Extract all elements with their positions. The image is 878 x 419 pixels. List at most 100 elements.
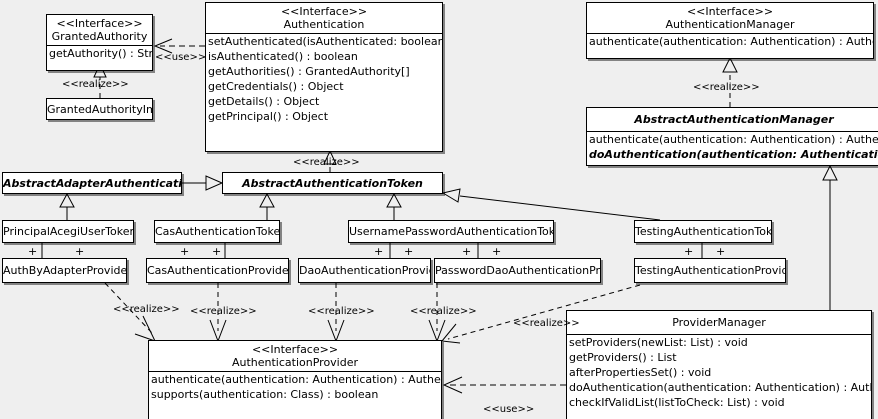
compartment-divider	[587, 131, 878, 132]
class-name: CasAuthenticationToken	[155, 225, 280, 238]
operation: getAuthorities() : GrantedAuthority[]	[208, 65, 410, 78]
operations-compartment: authenticate(authentication: Authenticat…	[587, 132, 878, 162]
class-name: PrincipalAcegiUserToken	[3, 225, 134, 238]
edge-generalize-casauthenticationtoken	[259, 192, 275, 220]
class-authentication-provider[interactable]: <<Interface>> AuthenticationProvider aut…	[148, 340, 442, 419]
edge-generalize-providermanager	[822, 164, 838, 310]
class-granted-authority[interactable]: <<Interface>> GrantedAuthority getAuthor…	[46, 14, 153, 71]
class-header: AbstractAuthenticationManager	[587, 108, 878, 131]
edge-label-use-providermanager: <<use>>	[483, 404, 535, 415]
class-name: TestingAuthenticationToken	[635, 225, 772, 238]
class-dao-authentication-provider[interactable]: DaoAuthenticationProvider	[298, 258, 431, 283]
class-testing-authentication-token[interactable]: TestingAuthenticationToken	[634, 220, 772, 243]
stereotype-label: <<Interface>>	[251, 343, 339, 356]
class-header: <<Interface>> AuthenticationManager	[587, 3, 873, 33]
class-abstract-authentication-token[interactable]: AbstractAuthenticationToken	[222, 172, 443, 194]
edge-label-realize-daoprovider: <<realize>>	[308, 306, 375, 317]
edge-label-realize-casprovider: <<realize>>	[190, 306, 257, 317]
edge-label-realize-testingprovider: <<realize>>	[513, 318, 580, 329]
edge-label-realize-grantedauthorityimpl: <<realize>>	[62, 79, 129, 90]
stereotype-label: <<Interface>>	[686, 5, 774, 18]
class-testing-authentication-provider[interactable]: TestingAuthenticationProvider	[634, 258, 786, 283]
operations-compartment: authenticate(authentication: Authenticat…	[587, 34, 873, 49]
operation: getAuthority() : String	[49, 47, 153, 60]
class-name: AbstractAdapterAuthenticationToken	[3, 177, 182, 190]
edge-label-realize-authbyadapter: <<realize>>	[113, 304, 180, 315]
class-header: <<Interface>> Authentication	[206, 3, 442, 33]
class-username-password-authentication-token[interactable]: UsernamePasswordAuthenticationToken	[348, 220, 554, 243]
operation: doAuthentication(authentication: Authent…	[589, 148, 878, 161]
edge-realize-testingauthenticationprovider	[441, 284, 641, 344]
class-password-dao-authentication-provider[interactable]: PasswordDaoAuthenticationProvider	[434, 258, 601, 283]
operation: checkIfValidList(listToCheck: List) : vo…	[569, 396, 785, 409]
class-principal-acegi-user-token[interactable]: PrincipalAcegiUserToken	[2, 220, 134, 243]
class-authentication[interactable]: <<Interface>> Authentication setAuthenti…	[205, 2, 443, 152]
association-marker: +	[374, 245, 384, 258]
edge-label-realize-abstracttoken: <<realize>>	[293, 157, 360, 168]
class-header: ProviderManager	[567, 311, 871, 334]
class-name: TestingAuthenticationProvider	[635, 264, 786, 277]
class-name: GrantedAuthority	[51, 30, 148, 43]
compartment-divider	[587, 33, 873, 34]
class-name: AuthenticationManager	[665, 18, 795, 31]
operation: getPrincipal() : Object	[208, 110, 329, 123]
operation: supports(authentication: Class) : boolea…	[151, 388, 379, 401]
association-marker: +	[28, 245, 38, 258]
association-marker: +	[716, 245, 726, 258]
operations-compartment: setAuthenticated(isAuthenticated: boolea…	[206, 34, 442, 124]
operation: getCredentials() : Object	[208, 80, 344, 93]
edge-label-realize-passworddaoprovider: <<realize>>	[410, 306, 477, 317]
compartment-divider	[149, 371, 441, 372]
class-granted-authority-impl[interactable]: GrantedAuthorityImpl	[46, 98, 153, 120]
edge-generalize-principalacegiusertoken	[59, 192, 75, 220]
class-name: AbstractAuthenticationManager	[634, 113, 834, 126]
class-authentication-manager[interactable]: <<Interface>> AuthenticationManager auth…	[586, 2, 874, 59]
class-header: <<Interface>> AuthenticationProvider	[149, 341, 441, 371]
class-name: PasswordDaoAuthenticationProvider	[435, 264, 600, 277]
association-marker: +	[684, 245, 694, 258]
operation: authenticate(authentication: Authenticat…	[151, 373, 441, 386]
operation: setAuthenticated(isAuthenticated: boolea…	[208, 35, 442, 48]
edge-use-providermanager-authenticationprovider	[442, 376, 566, 394]
class-cas-authentication-token[interactable]: CasAuthenticationToken	[154, 220, 280, 243]
class-name: AbstractAuthenticationToken	[242, 177, 423, 190]
association-marker: +	[212, 245, 222, 258]
compartment-divider	[47, 45, 152, 46]
edge-label-realize-abstractmanager: <<realize>>	[693, 82, 760, 93]
class-provider-manager[interactable]: ProviderManager setProviders(newList: Li…	[566, 310, 872, 419]
stereotype-label: <<Interface>>	[280, 5, 368, 18]
class-abstract-adapter-authentication-token[interactable]: AbstractAdapterAuthenticationToken	[2, 172, 182, 194]
class-name: AuthenticationProvider	[231, 356, 359, 369]
class-header: <<Interface>> GrantedAuthority	[47, 15, 152, 45]
compartment-divider	[567, 334, 871, 335]
operation: afterPropertiesSet() : void	[569, 366, 712, 379]
class-cas-authentication-provider[interactable]: CasAuthenticationProvider	[146, 258, 289, 283]
operation: getProviders() : List	[569, 351, 677, 364]
class-abstract-authentication-manager[interactable]: AbstractAuthenticationManager authentica…	[586, 107, 878, 166]
class-name: Authentication	[283, 18, 365, 31]
class-name: UsernamePasswordAuthenticationToken	[349, 225, 554, 238]
operation: authenticate(authentication: Authenticat…	[589, 35, 873, 48]
compartment-divider	[206, 33, 442, 34]
class-name: AuthByAdapterProvider	[3, 264, 127, 277]
edge-generalize-testingauthenticationtoken	[441, 188, 661, 221]
class-name: CasAuthenticationProvider	[147, 264, 289, 277]
edge-realize-abstractauthenticationmanager	[722, 56, 738, 107]
edge-use-authentication-grantedauthority	[153, 38, 205, 54]
operations-compartment: getAuthority() : String	[47, 46, 152, 61]
edge-realize-abstractauthenticationtoken	[323, 149, 337, 172]
edge-label-use-authentication: <<use>>	[155, 52, 207, 63]
class-name: DaoAuthenticationProvider	[299, 264, 430, 277]
association-marker: +	[180, 245, 190, 258]
operation: authenticate(authentication: Authenticat…	[589, 133, 878, 146]
association-marker: +	[404, 245, 414, 258]
class-auth-by-adapter-provider[interactable]: AuthByAdapterProvider	[2, 258, 127, 283]
association-marker: +	[492, 245, 502, 258]
operation: doAuthentication(authentication: Authent…	[569, 381, 871, 394]
association-marker: +	[462, 245, 472, 258]
operation: setProviders(newList: List) : void	[569, 336, 748, 349]
stereotype-label: <<Interface>>	[56, 17, 143, 30]
edge-generalize-abstractadapter-to-abstracttoken	[182, 175, 224, 191]
